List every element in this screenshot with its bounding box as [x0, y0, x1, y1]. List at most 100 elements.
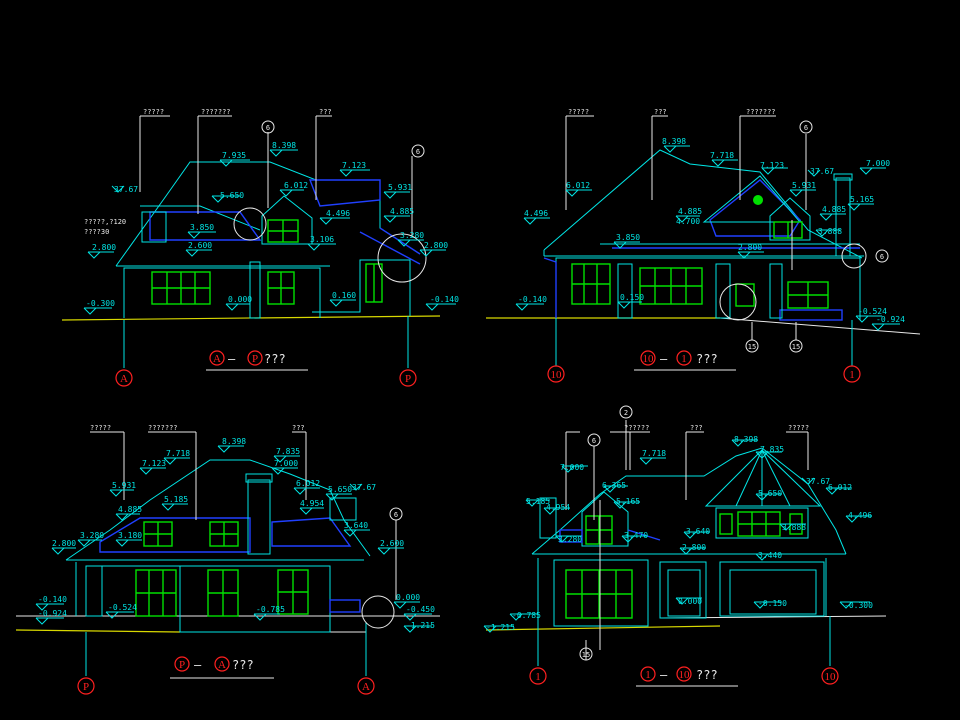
level-value: 5.650	[220, 191, 244, 200]
title-bubble	[676, 666, 692, 682]
axis-bubble-right	[843, 365, 861, 383]
title-bubble	[640, 350, 656, 366]
level-value: 5.185	[526, 497, 550, 506]
note-label: ???????	[201, 108, 231, 116]
title-axis-a: 1	[645, 669, 651, 681]
level-value: 4.885	[822, 205, 846, 214]
level-value: 7.835	[760, 445, 784, 454]
level-value: 6.365	[602, 481, 626, 490]
level-value: 0.160	[332, 291, 356, 300]
title-dash: —	[194, 658, 202, 672]
level-value: 7.718	[166, 449, 190, 458]
title-bubble	[209, 350, 225, 366]
level-value: 7.000	[866, 159, 890, 168]
level-value: 3.888	[782, 523, 806, 532]
level-value: -0.150	[758, 599, 787, 608]
detail-bubble	[587, 433, 601, 447]
detail-bubble-label: 6	[804, 124, 808, 132]
title-bubble	[247, 350, 263, 366]
title-axis-a: P	[179, 659, 185, 671]
note-label: ??????	[624, 424, 649, 432]
title-dash: —	[228, 352, 236, 366]
level-value: 3.470	[624, 531, 648, 540]
level-value: 7.123	[342, 161, 366, 170]
level-value: 0.000	[396, 593, 420, 602]
level-value: -0.300	[844, 601, 873, 610]
level-value: 2.600	[188, 241, 212, 250]
level-value: -0.450	[406, 605, 435, 614]
level-value: -0.140	[430, 295, 459, 304]
level-value: 3.280	[558, 535, 582, 544]
note-label: ?????	[143, 108, 164, 116]
axis-bubble-right	[821, 667, 839, 685]
level-value: 0.000	[678, 597, 702, 606]
slope-value: 37.67	[114, 185, 138, 194]
level-value: 5.165	[850, 195, 874, 204]
axis-label-right: 10	[825, 671, 837, 683]
axis-label-right: A	[362, 681, 370, 693]
level-value: 0.000	[228, 295, 252, 304]
level-value: 3.850	[616, 233, 640, 242]
note-label: ???????	[746, 108, 776, 116]
detail-bubble-label: 6	[880, 253, 884, 261]
detail-bubble	[745, 339, 759, 353]
level-value: 2.800	[92, 243, 116, 252]
detail-bubble-label: 15	[748, 343, 756, 351]
elevation-view-10-1	[486, 115, 921, 371]
level-value: -0.924	[876, 315, 905, 324]
level-value: 2.800	[682, 543, 706, 552]
axis-label-right: P	[405, 373, 411, 385]
note-label: ???	[292, 424, 305, 432]
axis-label-left: P	[83, 681, 89, 693]
detail-bubble-label: 6	[592, 437, 596, 445]
title-axis-b: P	[252, 353, 258, 365]
level-value: -0.924	[38, 609, 67, 618]
level-value: 5.650	[328, 485, 352, 494]
view-title: ???	[264, 352, 286, 366]
level-value: 3.106	[310, 235, 334, 244]
title-bubble	[174, 656, 190, 672]
level-value: 4.885	[118, 505, 142, 514]
title-bubble	[640, 666, 656, 682]
level-value: 3.440	[758, 551, 782, 560]
detail-bubble-label: 15	[582, 651, 590, 659]
axis-label-left: A	[120, 373, 128, 385]
axis-bubble-left	[529, 667, 547, 685]
axis-bubble-right	[399, 369, 417, 387]
level-value: 3.280	[80, 531, 104, 540]
level-value: 2.800	[424, 241, 448, 250]
level-value: 6.012	[296, 479, 320, 488]
level-value: 5.931	[112, 481, 136, 490]
detail-bubble-label: 6	[416, 148, 420, 156]
level-value: 3.850	[190, 223, 214, 232]
level-value: -0.785	[512, 611, 541, 620]
level-value: 4.496	[326, 209, 350, 218]
note-label: ?????	[788, 424, 809, 432]
level-value: 3.640	[686, 527, 710, 536]
level-value: 4.954	[546, 503, 570, 512]
level-value: -0.140	[38, 595, 67, 604]
level-value: 7.000	[560, 463, 584, 472]
level-value: 4.885	[678, 207, 702, 216]
detail-bubble	[799, 120, 813, 134]
level-value: 8.398	[222, 437, 246, 446]
level-value: 4.496	[848, 511, 872, 520]
elevation-view-1-10	[483, 420, 887, 687]
level-value: 3.888	[818, 227, 842, 236]
note-label: ???	[690, 424, 703, 432]
level-value: 2.800	[738, 243, 762, 252]
detail-bubble	[619, 405, 633, 419]
note-label: ?????	[568, 108, 589, 116]
axis-bubble-right	[357, 677, 375, 695]
level-value: 8.398	[272, 141, 296, 150]
title-axis-a: A	[213, 353, 221, 365]
level-value: 8.398	[662, 137, 686, 146]
level-value: 3.180	[118, 531, 142, 540]
title-axis-a: 10	[643, 353, 655, 365]
title-axis-b: 1	[681, 353, 687, 365]
detail-bubble	[411, 144, 425, 158]
note-label: ???	[319, 108, 332, 116]
detail-bubble	[789, 339, 803, 353]
level-value: -0.785	[256, 605, 285, 614]
level-value: 0.150	[620, 293, 644, 302]
